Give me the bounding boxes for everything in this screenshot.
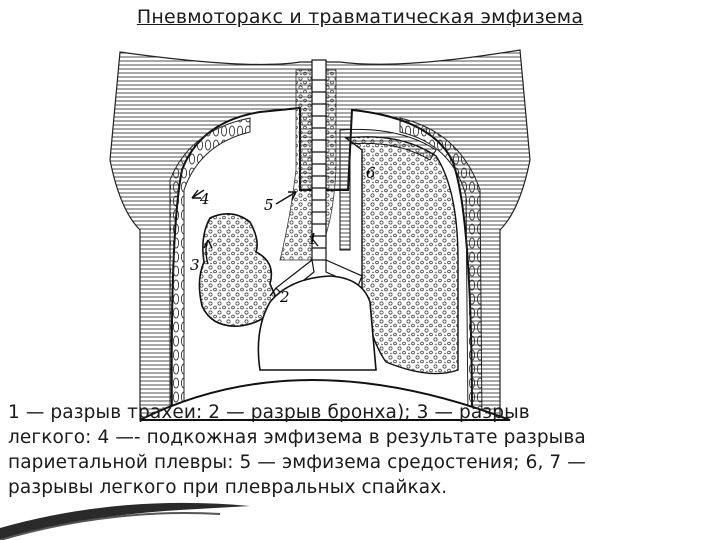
label-6: 6 (366, 164, 376, 182)
label-5: 5 (264, 196, 274, 214)
pleural-adhesion (339, 128, 437, 251)
label-3: 3 (190, 256, 200, 274)
caption-line-3: париетальной плевры: 5 — эмфизема средос… (8, 452, 586, 473)
left-rib-band (169, 117, 251, 421)
label-4: 4 (199, 190, 210, 208)
caption-line-4: разрывы легкого при плевральных спайках. (8, 477, 448, 498)
label-1: 1 (308, 230, 318, 248)
decorative-swoosh (0, 502, 250, 540)
heart (257, 275, 377, 371)
caption-line-2: легкого: 4 —- подкожная эмфизема в резул… (8, 427, 586, 448)
annotation-arrows (191, 189, 319, 297)
chest-illustration: 4 5 3 1 2 6 (109, 49, 531, 421)
trachea (275, 59, 363, 297)
slide-title: Пневмоторакс и травматическая эмфизема (136, 6, 584, 28)
figure-caption: 1 — разрыв трахеи: 2 — разрыв бронха); 3… (8, 400, 714, 500)
label-2: 2 (279, 288, 290, 306)
diaphragm (139, 379, 511, 421)
caption-line-1: 1 — разрыв трахеи: 2 — разрыв бронха); 3… (8, 402, 530, 423)
